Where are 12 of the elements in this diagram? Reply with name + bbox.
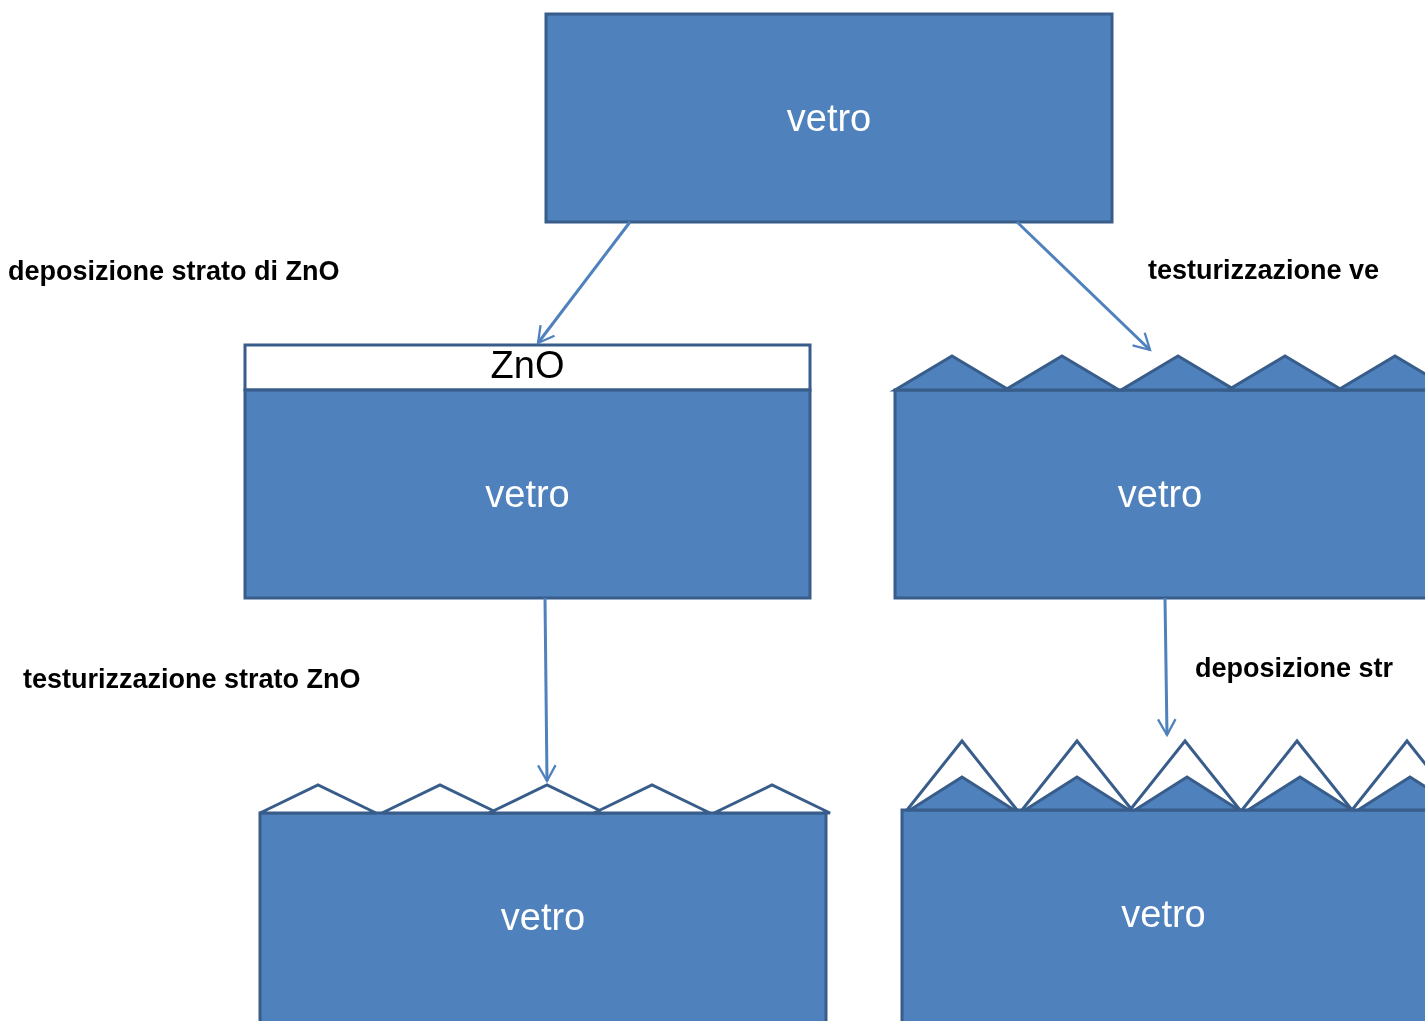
arrow <box>536 221 632 345</box>
arrow <box>1156 597 1177 737</box>
block-label: ZnO <box>490 345 565 384</box>
step-label: deposizione str <box>1195 654 1394 684</box>
block-label: vetro <box>1117 475 1203 513</box>
block-label: vetro <box>1121 895 1206 933</box>
block-label: vetro <box>786 99 872 137</box>
step-label: deposizione strato di ZnO <box>8 257 340 287</box>
arrow <box>1015 220 1152 352</box>
block-label: vetro <box>485 475 570 513</box>
arrow <box>536 598 557 783</box>
block-label: vetro <box>500 898 586 936</box>
